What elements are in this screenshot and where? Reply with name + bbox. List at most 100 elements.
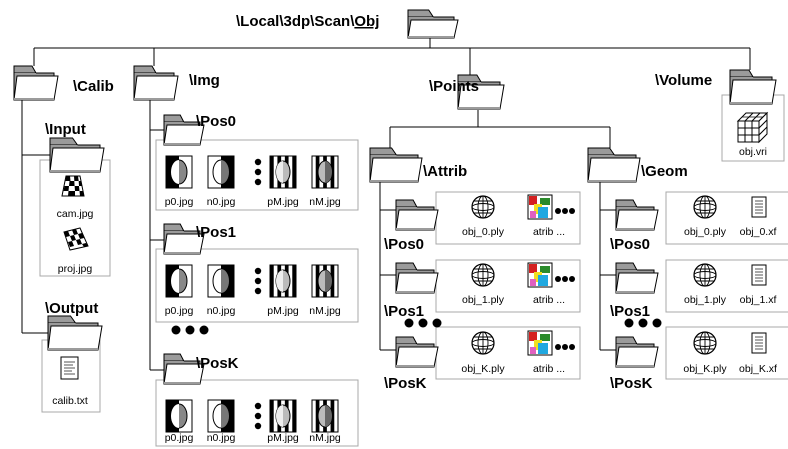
file-name: obj_1.ply: [462, 294, 505, 306]
ellipsis-icon: [171, 325, 209, 335]
file-name: atrib ...: [533, 363, 565, 375]
ellipsis-icon: [555, 208, 575, 214]
folder-icon: [47, 315, 103, 351]
folders-layer: [13, 9, 777, 385]
stripe-pattern-image-icon: [165, 155, 193, 189]
tree-connectors: [21, 38, 751, 371]
folder-icon: [587, 147, 641, 183]
geom-pos1-label: \Pos1: [610, 303, 650, 320]
ellipsis-icon: [254, 267, 262, 295]
file-name: proj.jpg: [58, 263, 93, 275]
points-folder-label: \Points: [429, 78, 479, 95]
file-name: pM.jpg: [267, 305, 299, 317]
file-name: nM.jpg: [309, 305, 341, 317]
folder-icon: [49, 137, 105, 173]
file-name: nM.jpg: [309, 432, 341, 444]
geom-posk-label: \PosK: [610, 375, 653, 392]
stripe-pattern-image-icon: [269, 264, 297, 298]
file-name: atrib ...: [533, 226, 565, 238]
attrib-folder-label: \Attrib: [423, 163, 467, 180]
file-name: obj_K.xf: [739, 363, 777, 375]
file-name: obj_0.ply: [462, 226, 505, 238]
file-name: n0.jpg: [207, 196, 236, 208]
sphere-mesh-icon: [471, 331, 495, 355]
img-folder-label: \Img: [189, 72, 220, 89]
file-name: obj_K.ply: [461, 363, 505, 375]
folder-icon: [369, 147, 423, 183]
stripe-pattern-image-icon: [269, 155, 297, 189]
text-file-icon: [751, 332, 767, 354]
folder-icon: [407, 9, 459, 39]
stripe-pattern-image-icon: [207, 399, 235, 433]
folder-icon: [163, 223, 205, 255]
calib-folder-label: \Calib: [73, 78, 114, 95]
attrib-posk-files-panel: [435, 326, 581, 380]
text-file-icon: [751, 196, 767, 218]
geom-pos0-files-panel: [665, 191, 788, 245]
attrib-pos0-files-panel: [435, 191, 581, 245]
file-name: p0.jpg: [165, 196, 194, 208]
attrib-files-layer: [471, 194, 575, 356]
img-files-layer: p0.jpg n0.jpg pM.jpg nM.jpg p0.jpg n0.jpg pM.j…: [165, 155, 341, 444]
attrib-pos1-label: \Pos1: [384, 303, 424, 320]
folder-icon: [395, 336, 439, 368]
file-name: obj_0.xf: [740, 226, 777, 238]
ellipsis-icon: [624, 318, 662, 328]
ellipsis-icon: [555, 344, 575, 350]
file-name: obj_0.ply: [684, 226, 727, 238]
sphere-mesh-icon: [471, 263, 495, 287]
attrib-posk-label: \PosK: [384, 375, 427, 392]
folder-icon: [395, 262, 439, 294]
sphere-mesh-icon: [693, 331, 717, 355]
stripe-pattern-image-icon: [311, 399, 339, 433]
file-name: obj_K.ply: [683, 363, 727, 375]
attrib-pos1-files-panel: [435, 259, 581, 313]
file-name: pM.jpg: [267, 196, 299, 208]
img-pos0-label: \Pos0: [196, 113, 236, 130]
sphere-mesh-icon: [693, 263, 717, 287]
geom-pos1-files-panel: [665, 259, 788, 313]
folder-icon: [457, 74, 505, 110]
folder-icon: [133, 65, 179, 101]
root-path-current: Obj: [354, 13, 379, 30]
sphere-mesh-icon: [693, 195, 717, 219]
geom-files-layer: [693, 195, 767, 355]
file-name: p0.jpg: [165, 432, 194, 444]
attrib-pos0-label: \Pos0: [384, 236, 424, 253]
file-name: n0.jpg: [207, 432, 236, 444]
stripe-pattern-image-icon: [269, 399, 297, 433]
ellipsis-icon: [404, 318, 442, 328]
file-name: obj.vri: [739, 146, 767, 158]
ellipsis-icon: [254, 402, 262, 430]
folder-icon: [615, 336, 659, 368]
img-posk-label: \PosK: [196, 355, 239, 372]
checkerboard-image-icon: [61, 175, 85, 197]
stripe-pattern-image-icon: [311, 155, 339, 189]
stripe-pattern-image-icon: [207, 155, 235, 189]
img-pos1-label: \Pos1: [196, 224, 236, 241]
folder-icon: [163, 353, 205, 385]
output-folder-label: \Output: [45, 300, 98, 317]
file-name: obj_1.xf: [740, 294, 777, 306]
folder-icon: [615, 199, 659, 231]
folder-icon: [615, 262, 659, 294]
input-folder-label: \Input: [45, 121, 86, 138]
volume-folder-label: \Volume: [655, 72, 712, 89]
checkerboard-image-icon: [63, 227, 89, 251]
geom-posk-files-panel: [665, 326, 788, 380]
color-attribute-icon: [527, 194, 553, 220]
sphere-mesh-icon: [471, 195, 495, 219]
text-file-icon: [751, 264, 767, 286]
ellipsis-icon: [254, 158, 262, 186]
file-name: calib.txt: [52, 395, 88, 407]
stripe-pattern-image-icon: [311, 264, 339, 298]
file-name: nM.jpg: [309, 196, 341, 208]
file-name: pM.jpg: [267, 432, 299, 444]
folder-icon: [163, 114, 205, 146]
voxel-cube-icon: [736, 111, 769, 144]
stripe-pattern-image-icon: [165, 399, 193, 433]
color-attribute-icon: [527, 262, 553, 288]
file-name: p0.jpg: [165, 305, 194, 317]
stripe-pattern-image-icon: [165, 264, 193, 298]
